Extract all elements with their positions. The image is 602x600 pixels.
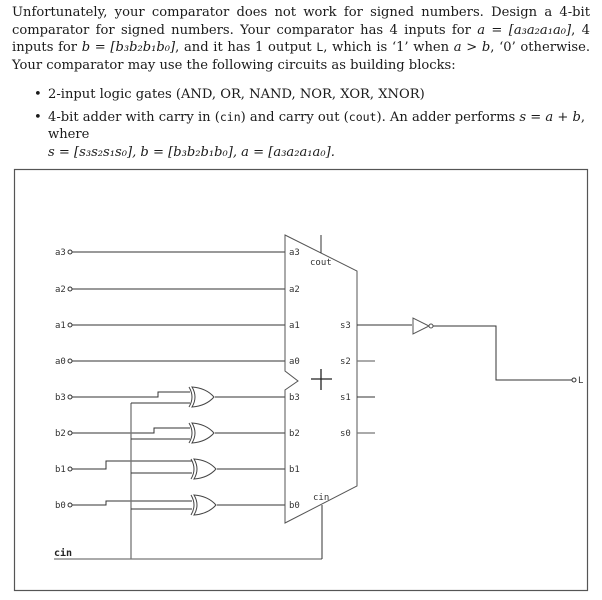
adder-equation: s = a + b [519, 109, 581, 125]
terminal-b0[interactable] [67, 502, 73, 508]
cout-code: cout [348, 109, 377, 124]
list-item-text: 4-bit adder with carry in ( [48, 109, 220, 125]
building-blocks-list: 2-input logic gates (AND, OR, NAND, NOR,… [34, 86, 590, 166]
a-definition: a = [a₃a₂a₁a₀] [477, 22, 572, 38]
xor-output-wires [215, 396, 285, 506]
xor-gate-b1 [190, 458, 217, 480]
adder-block: a3 a2 a1 a0 b3 b2 b1 b0 s3 s2 s1 s0 cout… [284, 234, 358, 524]
xor-gate-b3 [188, 386, 215, 408]
list-item-adder: 4-bit adder with carry in (cin) and carr… [34, 109, 590, 162]
input-label-a3: a3 [55, 248, 66, 258]
adder-definitions: s = [s₃s₂s₁s₀], b = [b₃b₂b₁b₀], a = [a₃a… [48, 144, 335, 160]
list-item-logic-gates: 2-input logic gates (AND, OR, NAND, NOR,… [34, 86, 590, 104]
input-label-b2: b2 [55, 429, 66, 439]
not-gate [412, 317, 434, 335]
adder-port-s1: s1 [340, 393, 351, 403]
terminal-b3[interactable] [67, 394, 73, 400]
list-item-text: 2-input logic gates (AND, OR, NAND, NOR,… [48, 87, 425, 102]
wire-b1 [72, 460, 192, 470]
adder-port-cin: cin [313, 493, 329, 503]
list-item-text: , where [48, 109, 586, 143]
adder-port-s0: s0 [340, 429, 351, 439]
terminal-a1[interactable] [67, 322, 73, 328]
input-label-a0: a0 [55, 357, 66, 367]
output-name: L [316, 40, 324, 55]
adder-outline [284, 234, 358, 524]
terminal-a0[interactable] [67, 358, 73, 364]
input-label-a1: a1 [55, 321, 66, 331]
intro-text-3: , and it has 1 output [175, 40, 317, 56]
wire-output [433, 325, 572, 381]
terminal-b1[interactable] [67, 466, 73, 472]
cin-label: cin [54, 547, 72, 559]
intro-text-2: , 4 inputs for [12, 22, 590, 56]
cin-code: cin [219, 109, 241, 124]
inverter-triangle [412, 317, 431, 335]
input-label-b0: b0 [55, 501, 66, 511]
output-label-L: L [578, 376, 583, 386]
terminal-output[interactable] [571, 377, 577, 383]
adder-port-b2: b2 [289, 429, 300, 439]
wire-b2 [72, 427, 190, 434]
list-item-text: ) and carry out ( [240, 109, 349, 125]
intro-text-5: , ‘0’ otherwise. Your comparator may use… [12, 40, 591, 73]
sum-output-wires [357, 324, 412, 434]
wire-b3 [72, 391, 190, 398]
xor-gate-b2 [188, 422, 215, 444]
cin-bus [54, 402, 323, 560]
adder-port-a2: a2 [289, 285, 300, 295]
xor-gate-b0 [190, 494, 217, 516]
xor-gates [188, 386, 217, 516]
adder-port-a3: a3 [289, 248, 300, 258]
adder-port-b0: b0 [289, 501, 300, 511]
adder-port-s2: s2 [340, 357, 351, 367]
b-wires [72, 391, 192, 506]
input-label-b1: b1 [55, 465, 66, 475]
condition: a > b [453, 40, 491, 56]
intro-text-4: , which is ‘1’ when [323, 40, 454, 56]
intro-text-1: Unfortunately, your comparator does not … [12, 5, 590, 38]
adder-port-s3: s3 [340, 321, 351, 331]
adder-port-cout: cout [310, 258, 332, 268]
diagram-frame [13, 168, 589, 592]
input-label-b3: b3 [55, 393, 66, 403]
adder-port-a0: a0 [289, 357, 300, 367]
adder-port-a1: a1 [289, 321, 300, 331]
terminal-a2[interactable] [67, 286, 73, 292]
input-label-a2: a2 [55, 285, 66, 295]
inverter-bubble [428, 323, 434, 329]
input-terminals: a3 a2 a1 a0 b3 b2 b1 b0 cin [54, 248, 73, 559]
terminal-b2[interactable] [67, 430, 73, 436]
wire-b0 [72, 500, 192, 506]
b-definition: b = [b₃b₂b₁b₀] [81, 40, 176, 56]
adder-port-b1: b1 [289, 465, 300, 475]
problem-statement: Unfortunately, your comparator does not … [12, 4, 590, 74]
adder-port-b3: b3 [289, 393, 300, 403]
list-item-text: ). An adder performs [376, 109, 520, 125]
terminal-a3[interactable] [67, 249, 73, 255]
crosshair-cursor-icon [311, 369, 332, 390]
a-wires [72, 251, 285, 362]
